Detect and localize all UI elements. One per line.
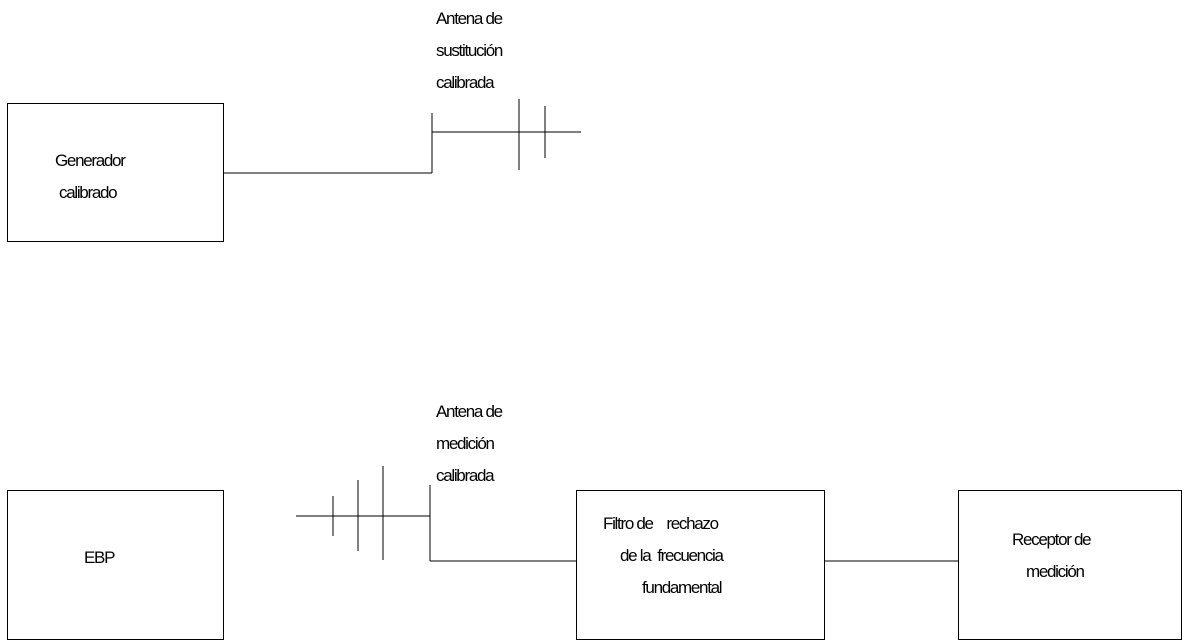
substitution-antenna-label-line1: Antena de [436, 9, 503, 28]
filter-label-line2: de la frecuencia [620, 546, 724, 565]
filter-label-line3: fundamental [642, 578, 723, 597]
substitution-antenna-label-line2: sustitución [436, 41, 503, 60]
measurement-antenna-label-line3: calibrada [436, 466, 495, 485]
receiver-label-line2: medición [1026, 562, 1085, 581]
diagram-canvas [223, 99, 958, 562]
generator-label-line1: Generador [55, 151, 126, 170]
ebp-box: EBP [7, 490, 224, 640]
generator-box: Generador calibrado [7, 103, 224, 242]
substitution-antenna-symbol [431, 99, 581, 173]
filter-label-line1: Filtro de rechazo [603, 514, 719, 533]
measurement-antenna-label-line1: Antena de [436, 402, 503, 421]
substitution-antenna-label-line3: calibrada [436, 73, 495, 92]
measurement-antenna-symbol [296, 466, 431, 561]
ebp-label: EBP [84, 548, 115, 567]
generator-label-line2: calibrado [59, 183, 118, 202]
rejection-filter-box: Filtro de rechazo de la frecuencia funda… [576, 490, 825, 640]
measurement-receiver-box: Receptor de medición [958, 490, 1182, 640]
receiver-label-line1: Receptor de [1012, 530, 1092, 549]
measurement-antenna-label-line2: medición [436, 434, 495, 453]
